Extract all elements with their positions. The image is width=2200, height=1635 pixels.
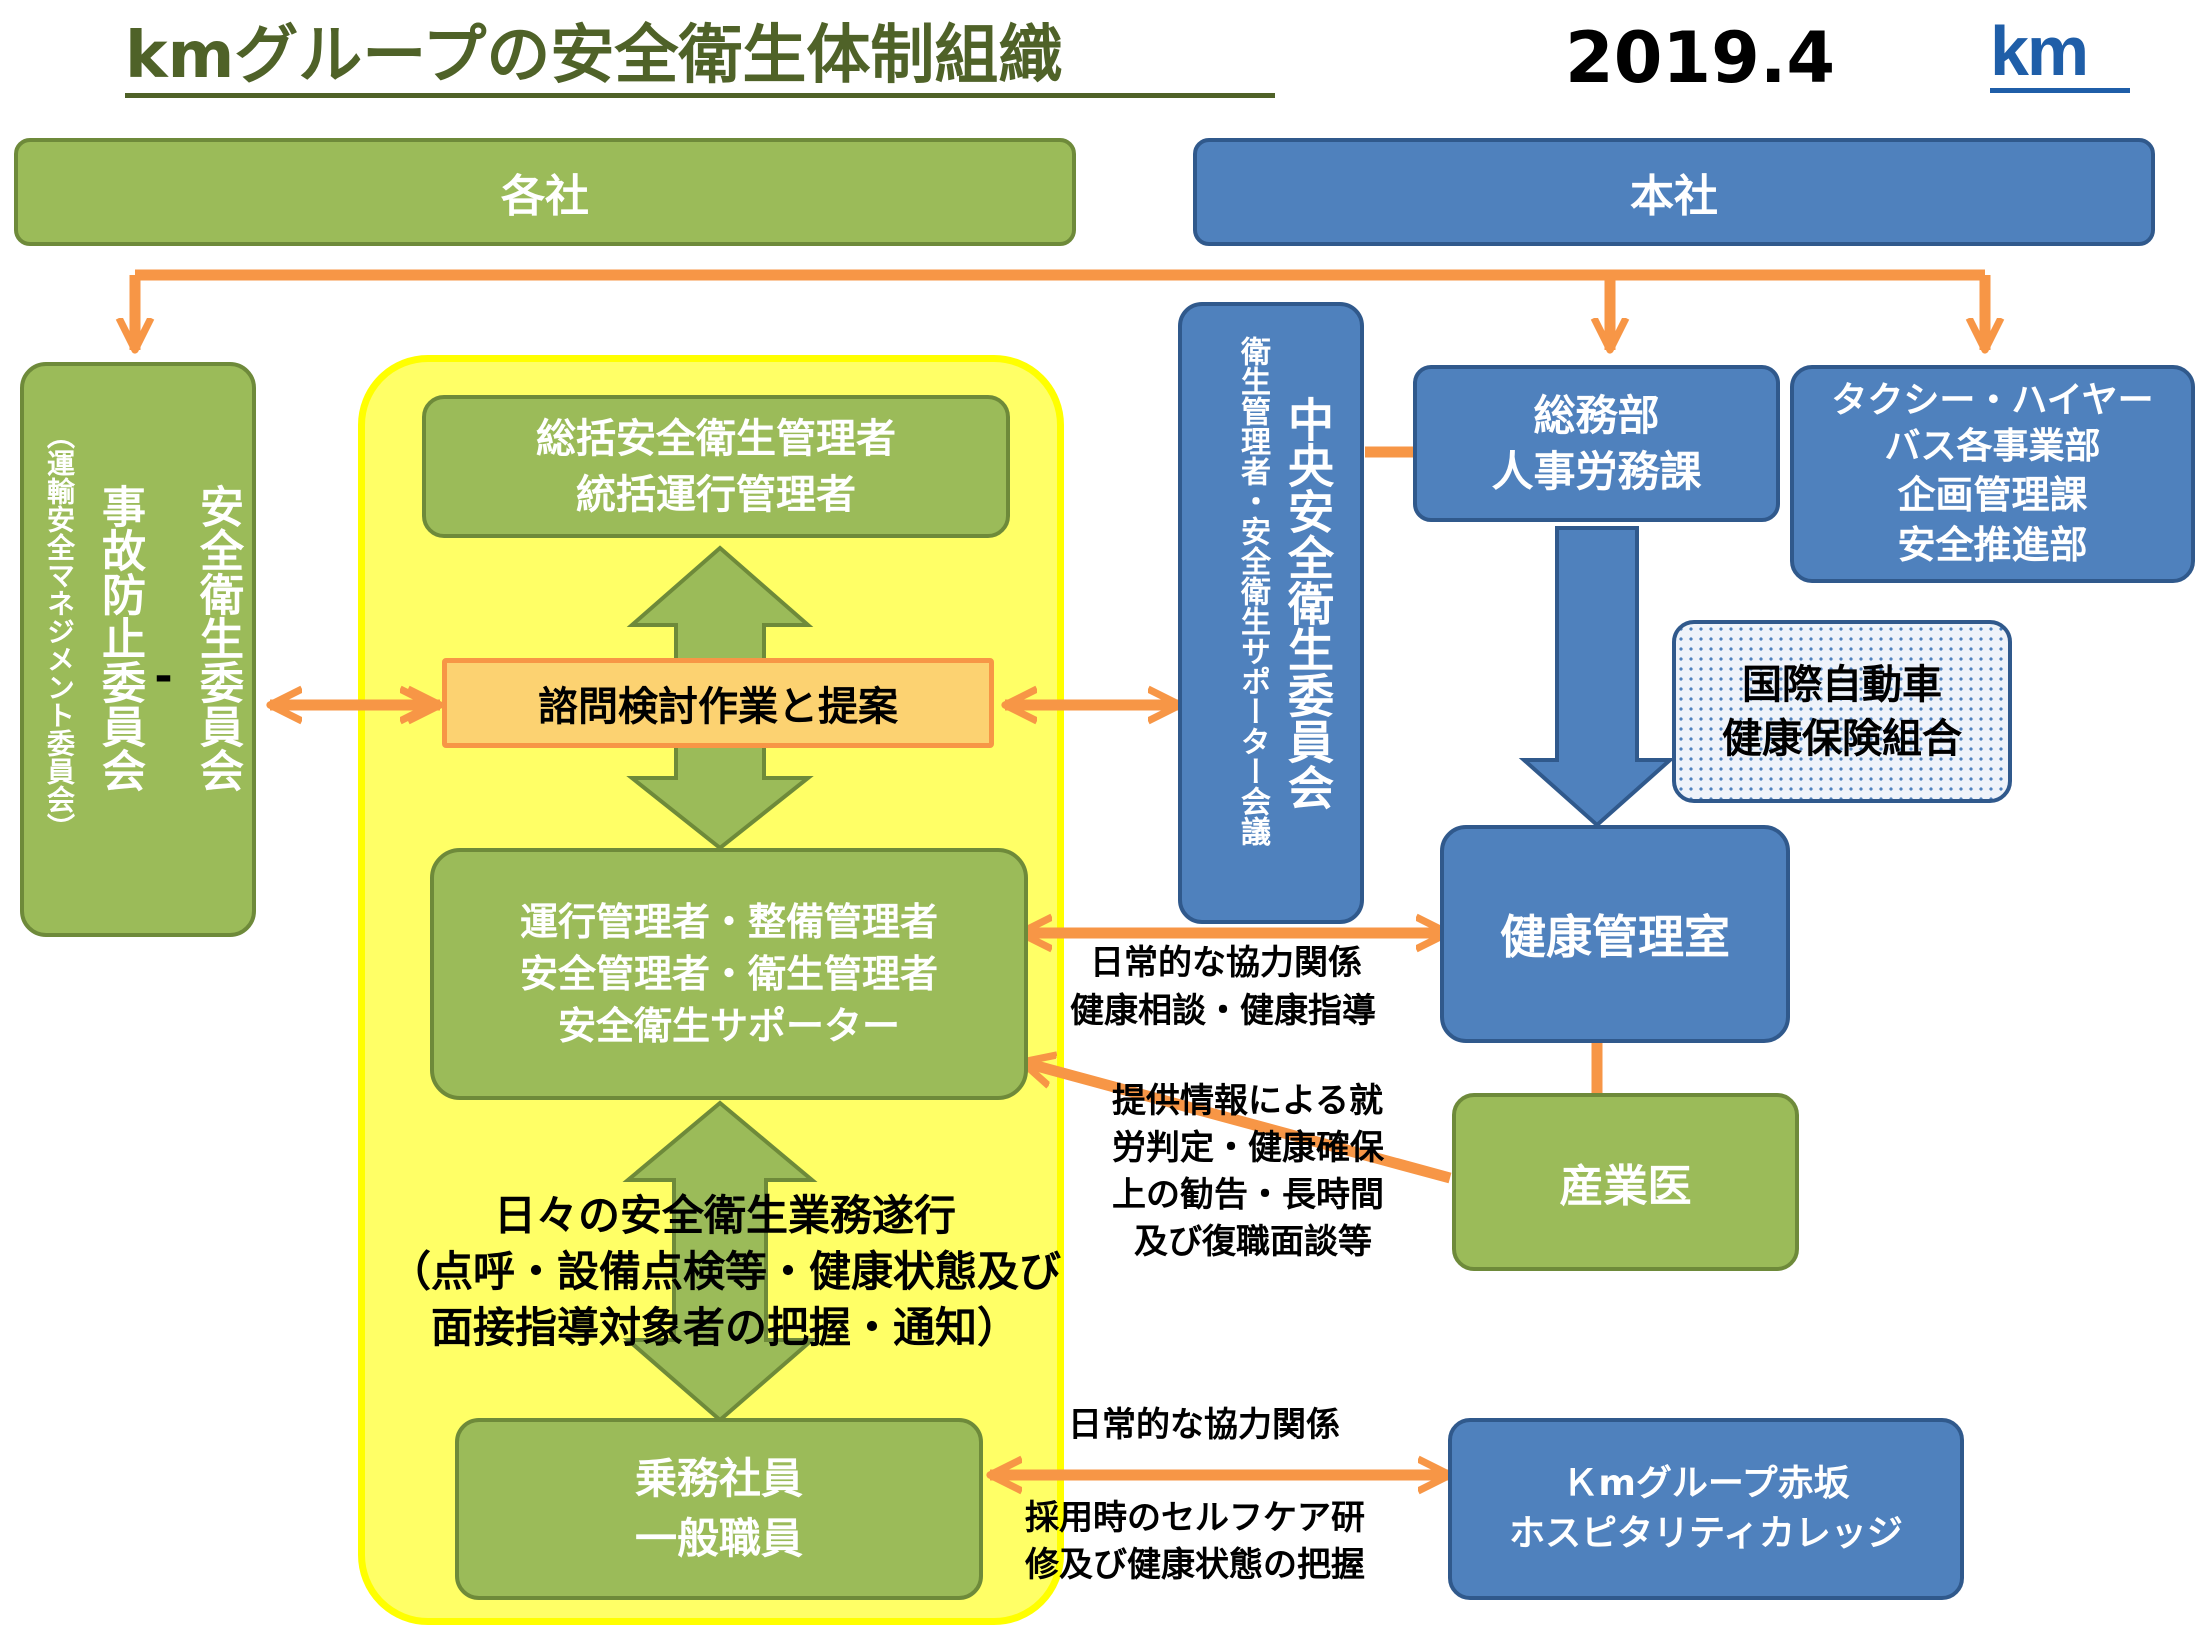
general-safety-manager-line2: 統括運行管理者 [576, 471, 856, 518]
doctor-note-line3: 上の勧告・長時間 [1112, 1175, 1384, 1215]
operation-managers-line3: 安全衛生サポーター [557, 1004, 900, 1048]
header-headquarters-label: 本社 [1630, 171, 1718, 222]
crew-line1: 乗務社員 [634, 1454, 803, 1503]
committee-note: （運輸安全マネジメント委員会） [43, 421, 76, 841]
operation-managers-line2: 安全管理者・衛生管理者 [519, 952, 938, 996]
college-line2: ホスピタリティカレッジ [1509, 1513, 1903, 1554]
taxi-line4: 安全推進部 [1897, 523, 2088, 567]
committee-sub: 事故防止委員会 [94, 484, 145, 792]
taxi-line3: 企画管理課 [1897, 473, 2088, 517]
central-safety-committee: 中央安全衛生委員会 衛生管理者・安全衛生サポーター会議 [1178, 302, 1364, 924]
college-line1: Ｋmグループ赤坂 [1562, 1463, 1850, 1504]
committee-separator: - [138, 651, 189, 702]
general-safety-manager: 総括安全衛生管理者 統括運行管理者 [422, 395, 1010, 538]
doctor-note-line1: 提供情報による就 [1112, 1081, 1383, 1121]
health-room-label: 健康管理室 [1500, 910, 1730, 964]
central-committee-sub: 衛生管理者・安全衛生サポーター会議 [1235, 336, 1270, 846]
taxi-line1: タクシー・ハイヤー [1831, 380, 2154, 421]
committee-main: 安全衛生委員会 [192, 484, 243, 792]
coop-label-1: 日常的な協力関係 [1090, 943, 1362, 983]
health-management-office: 健康管理室 [1440, 825, 1790, 1043]
insurance-line1: 国際自動車 [1742, 661, 1942, 708]
doctor-note-line4: 及び復職面談等 [1134, 1222, 1372, 1262]
taxi-line2: バス各事業部 [1884, 426, 2101, 467]
doctor-note-line2: 労判定・健康確保 [1112, 1128, 1384, 1168]
college-note-line1: 採用時のセルフケア研 [1025, 1498, 1365, 1538]
header-headquarters: 本社 [1193, 138, 2155, 246]
header-companies: 各社 [14, 138, 1076, 246]
insurance-line2: 健康保険組合 [1722, 715, 1962, 762]
logo-text: km [1990, 12, 2089, 90]
crew-line2: 一般職員 [634, 1514, 803, 1563]
hospitality-college: Ｋmグループ赤坂 ホスピタリティカレッジ [1448, 1418, 1964, 1600]
college-note: 採用時のセルフケア研 修及び健康状態の把握 [1025, 1495, 1365, 1589]
date-label: 2019.4 [1565, 17, 1836, 99]
health-insurance-union: 国際自動車 健康保険組合 [1672, 620, 2012, 803]
coop-label-1-sub: 健康相談・健康指導 [1070, 991, 1376, 1031]
operation-managers: 運行管理者・整備管理者 安全管理者・衛生管理者 安全衛生サポーター [430, 848, 1028, 1100]
daily-work-line3: 面接指導対象者の把握・通知） [430, 1303, 1019, 1352]
general-affairs-dept: 総務部 人事労務課 [1413, 365, 1780, 522]
crew-and-staff: 乗務社員 一般職員 [455, 1418, 983, 1600]
blue-down-arrow [1518, 526, 1676, 828]
daily-work-line2: （点呼・設備点検等・健康状態及び [388, 1247, 1061, 1296]
operation-managers-line1: 運行管理者・整備管理者 [519, 900, 938, 944]
general-affairs-line2: 人事労務課 [1491, 446, 1702, 496]
consultation-box: 諮問検討作業と提案 [442, 658, 994, 748]
company-logo: km [1990, 15, 2130, 93]
consultation-label: 諮問検討作業と提案 [538, 684, 898, 730]
doctor-note: 提供情報による就 労判定・健康確保 上の勧告・長時間 及び復職面談等 [1112, 1078, 1384, 1266]
coop-label-2: 日常的な協力関係 [1068, 1405, 1340, 1445]
central-committee-main: 中央安全衛生委員会 [1281, 396, 1335, 810]
page-title: kmグループの安全衛生体制組織 [125, 18, 1275, 98]
industrial-physician: 産業医 [1452, 1093, 1799, 1271]
header-companies-label: 各社 [501, 171, 589, 222]
general-safety-manager-line1: 総括安全衛生管理者 [536, 415, 896, 462]
title-text: kmグループの安全衛生体制組織 [125, 19, 1063, 93]
daily-work-text: 日々の安全衛生業務遂行 （点呼・設備点検等・健康状態及び 面接指導対象者の把握・… [330, 1188, 1120, 1356]
general-affairs-line1: 総務部 [1533, 390, 1660, 440]
college-note-line2: 修及び健康状態の把握 [1025, 1545, 1365, 1585]
doctor-label: 産業医 [1559, 1161, 1692, 1212]
daily-work-line1: 日々の安全衛生業務遂行 [493, 1191, 956, 1240]
arrow-doctor-managers [1022, 1062, 1452, 1184]
safety-health-committee: 安全衛生委員会 - 事故防止委員会 （運輸安全マネジメント委員会） [20, 362, 256, 937]
taxi-bus-divisions: タクシー・ハイヤー バス各事業部 企画管理課 安全推進部 [1790, 365, 2195, 583]
